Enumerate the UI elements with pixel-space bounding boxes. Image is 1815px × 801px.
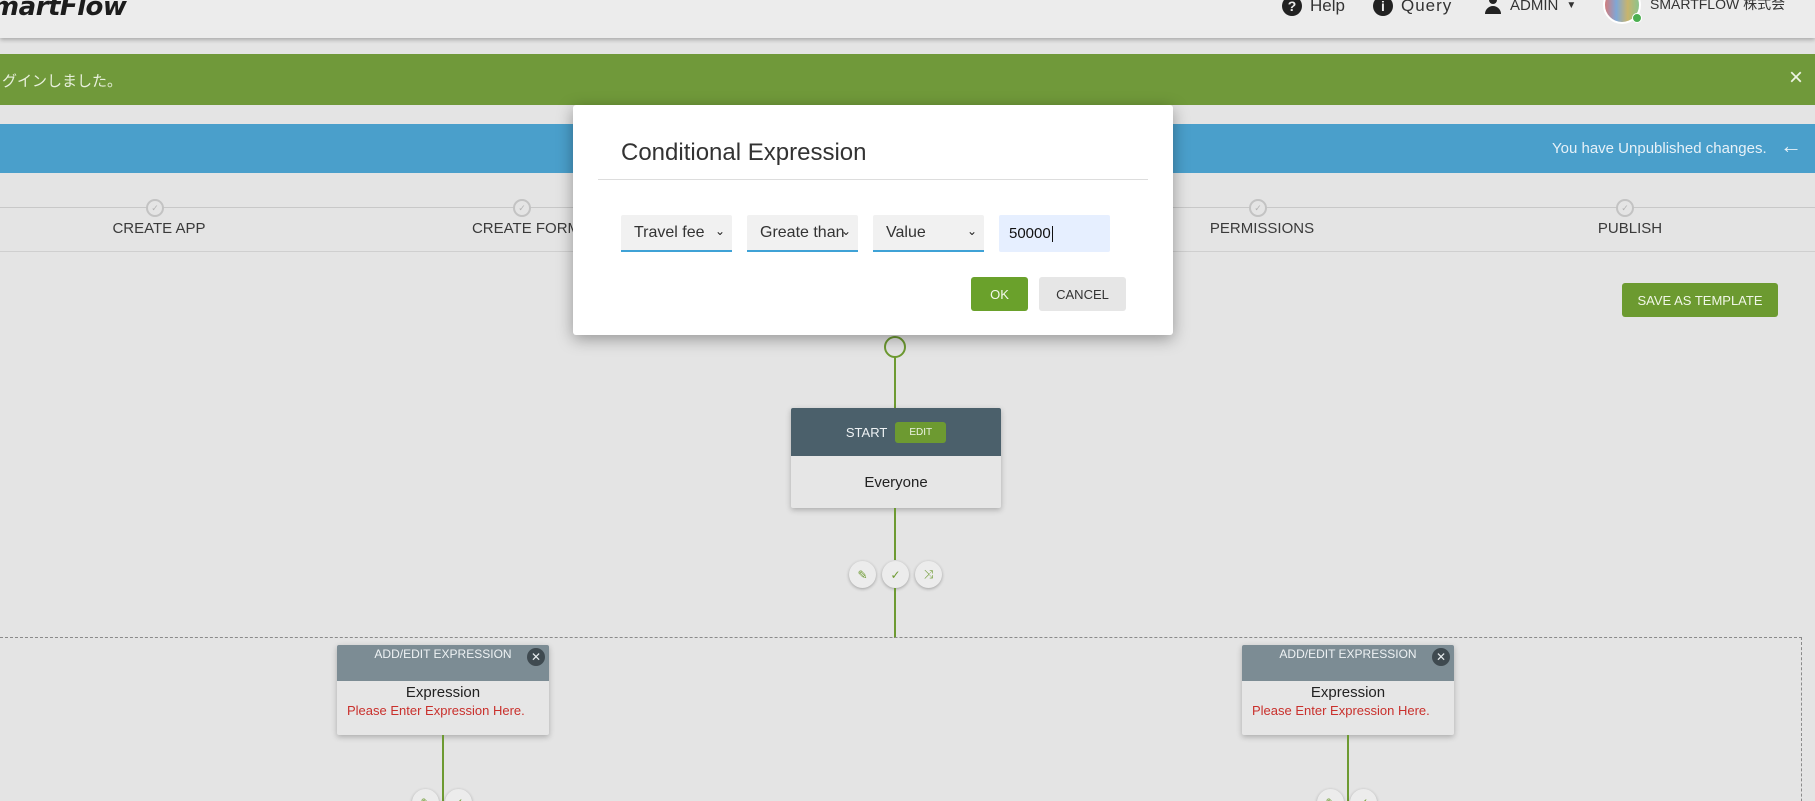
pencil-icon[interactable]: ✎ [1317, 789, 1344, 801]
chevron-down-icon: ⌄ [966, 224, 977, 238]
field-select[interactable]: Travel fee ⌄ [621, 215, 732, 252]
step-create-app[interactable]: CREATE APP [112, 220, 206, 237]
expression-node-right[interactable]: ADD/EDIT EXPRESSION ✕ Expression Please … [1242, 645, 1454, 735]
expression-header[interactable]: ADD/EDIT EXPRESSION ✕ [337, 645, 549, 681]
expression-title: Expression [1310, 684, 1386, 701]
value-type-select-value: Value [886, 223, 926, 241]
step-check-icon[interactable]: ✓ [513, 199, 531, 217]
expression-title: Expression [405, 684, 481, 701]
step-create-form[interactable]: CREATE FORM [471, 220, 581, 237]
expression-error: Please Enter Expression Here. [347, 703, 525, 718]
expression-header-label: ADD/EDIT EXPRESSION [374, 647, 512, 661]
node-controls: ✎ ✓ ⤨ [849, 561, 942, 588]
step-permissions[interactable]: PERMISSIONS [1209, 220, 1315, 237]
admin-label: ADMIN [1510, 0, 1559, 14]
shuffle-icon[interactable]: ⤨ [915, 561, 942, 588]
pencil-icon[interactable]: ✎ [849, 561, 876, 588]
start-circle-icon [884, 336, 906, 358]
pencil-icon[interactable]: ✎ [412, 789, 439, 801]
start-title: START [845, 424, 888, 440]
save-as-template-button[interactable]: SAVE AS TEMPLATE [1622, 283, 1778, 317]
close-icon[interactable]: × [1788, 64, 1803, 91]
user-icon [1484, 0, 1502, 14]
help-icon: ? [1282, 0, 1302, 16]
close-icon[interactable]: ✕ [1432, 648, 1450, 666]
node-controls: ✎ ✓ [1317, 789, 1377, 801]
value-input[interactable]: 50000 [999, 215, 1110, 252]
connector-line [894, 508, 896, 560]
connector-line [894, 357, 896, 409]
edit-button[interactable]: EDIT [895, 421, 947, 443]
caret-down-icon: ▼ [1566, 0, 1577, 11]
chevron-down-icon: ⌄ [840, 224, 851, 238]
admin-menu[interactable]: ADMIN ▼ [1484, 0, 1576, 14]
online-status-icon [1632, 13, 1642, 23]
ok-button[interactable]: OK [971, 277, 1028, 311]
notification-text: グインしました。 [2, 73, 123, 90]
value-type-select[interactable]: Value ⌄ [873, 215, 984, 252]
connector-line [442, 735, 444, 801]
check-icon[interactable]: ✓ [445, 789, 472, 801]
connector-line [894, 588, 896, 638]
info-icon: i [1373, 0, 1393, 16]
check-icon[interactable]: ✓ [1350, 789, 1377, 801]
help-label: Help [1310, 0, 1345, 15]
step-check-icon[interactable]: ✓ [146, 199, 164, 217]
dialog-title: Conditional Expression [621, 139, 867, 166]
connector-line [1347, 735, 1349, 801]
top-navbar: martFlow ? Help i Query ADMIN ▼ SMARTFLO… [0, 0, 1815, 38]
query-label: Query [1401, 0, 1453, 15]
conditional-expression-dialog: Conditional Expression Travel fee ⌄ Grea… [573, 105, 1173, 335]
expression-node-left[interactable]: ADD/EDIT EXPRESSION ✕ Expression Please … [337, 645, 549, 735]
help-link[interactable]: ? Help [1282, 0, 1345, 16]
close-icon[interactable]: ✕ [527, 648, 545, 666]
app-logo[interactable]: martFlow [0, 0, 127, 22]
chevron-down-icon: ⌄ [714, 224, 725, 238]
operator-select[interactable]: Greate than ⌄ [747, 215, 858, 252]
field-select-value: Travel fee [634, 223, 705, 241]
step-check-icon[interactable]: ✓ [1249, 199, 1267, 217]
dialog-divider [598, 179, 1148, 180]
expression-header[interactable]: ADD/EDIT EXPRESSION ✕ [1242, 645, 1454, 681]
branch-container [0, 637, 1802, 801]
expression-header-label: ADD/EDIT EXPRESSION [1279, 647, 1417, 661]
org-name[interactable]: SMARTFLOW 株式会 [1650, 0, 1786, 12]
start-assignee: Everyone [864, 473, 928, 491]
start-node[interactable]: START EDIT Everyone [791, 408, 1001, 508]
expression-error: Please Enter Expression Here. [1252, 703, 1430, 718]
back-arrow-icon[interactable]: ← [1780, 133, 1802, 158]
operator-select-value: Greate than [760, 223, 844, 241]
node-controls: ✎ ✓ [412, 789, 472, 801]
step-check-icon[interactable]: ✓ [1616, 199, 1634, 217]
text-cursor [1051, 225, 1053, 242]
step-publish[interactable]: PUBLISH [1597, 220, 1663, 237]
cancel-button[interactable]: CANCEL [1039, 277, 1126, 311]
value-input-text: 50000 [1009, 225, 1051, 242]
start-node-header: START EDIT [791, 408, 1001, 456]
unpublished-changes-text: You have Unpublished changes. [1552, 140, 1767, 157]
query-link[interactable]: i Query [1373, 0, 1452, 16]
login-notification: グインしました。 × [0, 54, 1815, 105]
check-icon[interactable]: ✓ [882, 561, 909, 588]
